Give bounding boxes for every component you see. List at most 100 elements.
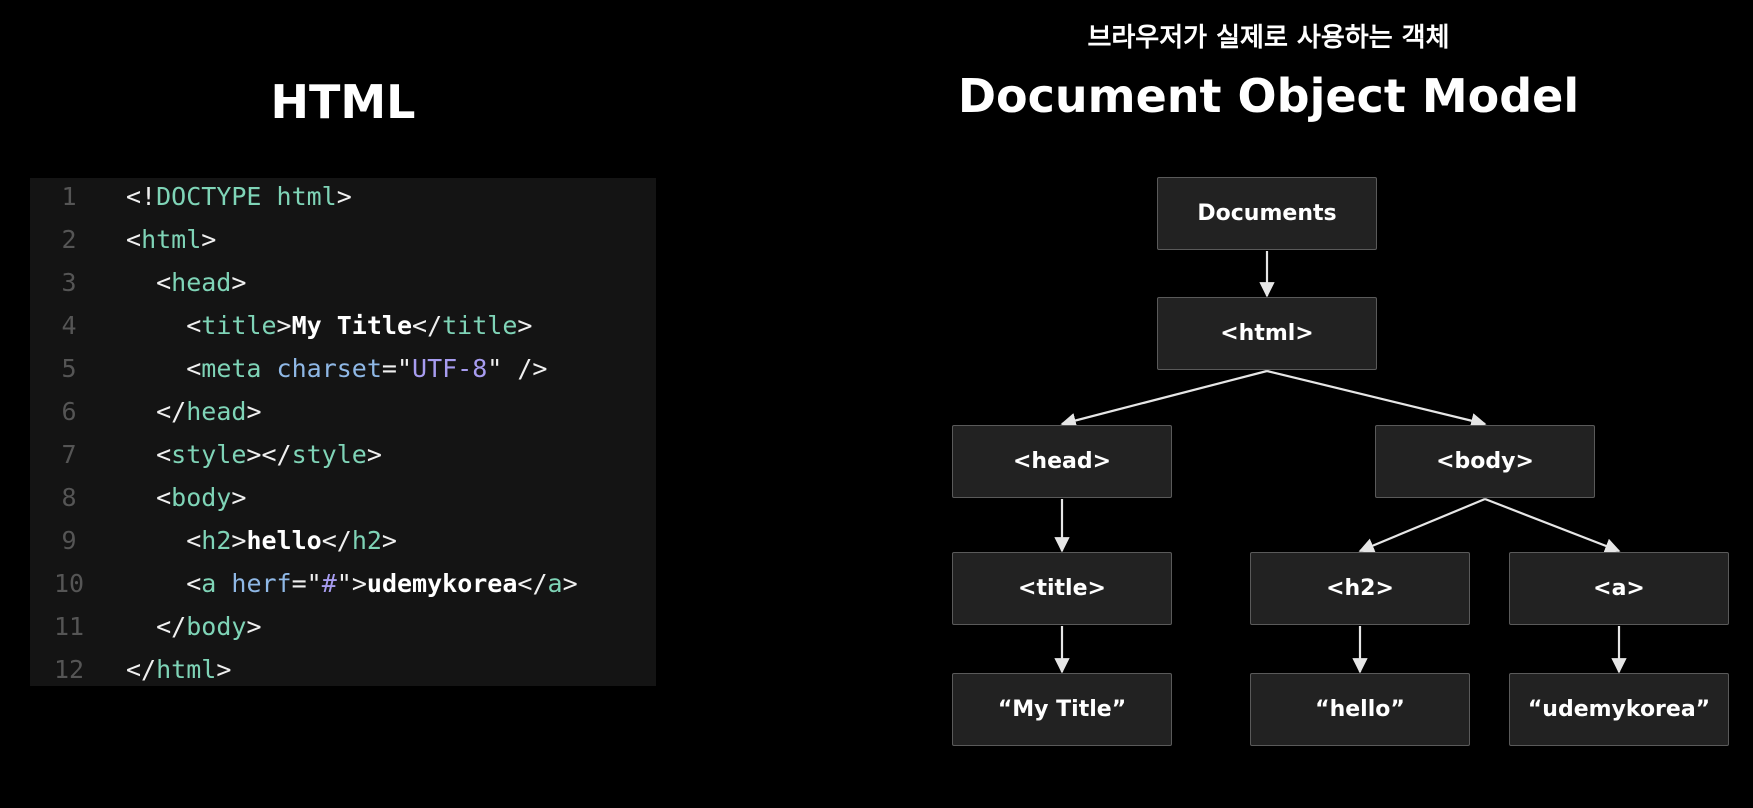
- edge-body-to-h2: [1358, 497, 1486, 553]
- code-token: title: [201, 311, 277, 340]
- code-token: style: [171, 440, 247, 469]
- code-token: <: [126, 225, 142, 254]
- code-text: </head>: [126, 390, 262, 433]
- code-panel: 1<!DOCTYPE html>2<html>3 <head>4 <title>…: [30, 178, 656, 686]
- code-line: 7 <style></style>: [30, 433, 656, 476]
- code-token: DOCTYPE html: [156, 182, 337, 211]
- code-token: charset: [276, 354, 382, 383]
- line-number: 6: [61, 397, 77, 426]
- node-title: <title>: [952, 552, 1172, 625]
- code-token: h2: [201, 526, 232, 555]
- node-hello-text: “hello”: [1250, 673, 1470, 746]
- node-documents: Documents: [1157, 177, 1377, 250]
- code-token: My Title: [291, 311, 413, 340]
- edge-html-to-body: [1266, 369, 1487, 429]
- code-token: " />: [487, 354, 548, 383]
- code-token: html: [141, 225, 202, 254]
- code-token: <: [126, 483, 172, 512]
- code-token: <: [126, 569, 202, 598]
- code-token: html: [156, 655, 217, 684]
- code-token: head: [186, 397, 247, 426]
- code-line: 2 <html>: [30, 218, 656, 261]
- code-token: >: [246, 397, 262, 426]
- code-text: <style></style>: [126, 433, 382, 476]
- code-token: ></: [246, 440, 292, 469]
- code-token: ">: [336, 569, 367, 598]
- code-token: <!: [126, 182, 157, 211]
- code-text: <html>: [126, 218, 216, 261]
- node-h2: <h2>: [1250, 552, 1470, 625]
- code-token: >: [562, 569, 578, 598]
- code-line: 5 <meta charset="UTF-8" />: [30, 347, 656, 390]
- code-text: <head>: [126, 261, 246, 304]
- code-token: >: [381, 526, 397, 555]
- code-text: <meta charset="UTF-8" />: [126, 347, 548, 390]
- code-token: body: [171, 483, 232, 512]
- line-number: 5: [61, 354, 77, 383]
- code-token: </: [412, 311, 443, 340]
- line-number: 11: [53, 612, 85, 641]
- code-token: >: [336, 182, 352, 211]
- code-line: 11 </body>: [30, 605, 656, 648]
- line-number: 2: [61, 225, 77, 254]
- code-token: herf: [231, 569, 292, 598]
- code-token: <: [126, 354, 202, 383]
- dom-title: Document Object Model: [957, 69, 1580, 123]
- code-token: >: [246, 612, 262, 641]
- code-text: </body>: [126, 605, 262, 648]
- code-text: </html>: [126, 648, 231, 691]
- code-text: <a herf="#">udemykorea</a>: [126, 562, 578, 605]
- line-number: 1: [61, 182, 77, 211]
- node-udemykorea-text: “udemykorea”: [1509, 673, 1729, 746]
- node-head: <head>: [952, 425, 1172, 498]
- code-token: </: [321, 526, 352, 555]
- html-title: HTML: [270, 75, 416, 129]
- code-token: >: [366, 440, 382, 469]
- code-token: </: [126, 397, 187, 426]
- line-number: 10: [53, 569, 85, 598]
- code-text: <title>My Title</title>: [126, 304, 532, 347]
- edge-html-to-head: [1060, 369, 1268, 428]
- code-token: body: [186, 612, 247, 641]
- line-number: 3: [61, 268, 77, 297]
- code-token: >: [201, 225, 217, 254]
- code-token: UTF-8: [412, 354, 488, 383]
- code-token: </: [126, 655, 157, 684]
- code-line: 12</html>: [30, 648, 656, 691]
- node-body: <body>: [1375, 425, 1595, 498]
- code-line: 1 <!DOCTYPE html>: [30, 175, 656, 218]
- code-token: a: [201, 569, 217, 598]
- line-number: 9: [61, 526, 77, 555]
- code-token: </: [126, 612, 187, 641]
- node-my-title-text: “My Title”: [952, 673, 1172, 746]
- line-number: 4: [61, 311, 77, 340]
- code-line: 4 <title>My Title</title>: [30, 304, 656, 347]
- node-a: <a>: [1509, 552, 1729, 625]
- node-html: <html>: [1157, 297, 1377, 370]
- code-text: <body>: [126, 476, 246, 519]
- line-number: 7: [61, 440, 77, 469]
- edge-body-to-a: [1484, 497, 1621, 554]
- code-token: meta: [201, 354, 262, 383]
- code-line: 8 <body>: [30, 476, 656, 519]
- code-token: <: [126, 440, 172, 469]
- code-token: a: [547, 569, 563, 598]
- dom-subtitle: 브라우저가 실제로 사용하는 객체: [1087, 23, 1450, 53]
- code-token: <: [126, 526, 202, 555]
- code-line: 10 <a herf="#">udemykorea</a>: [30, 562, 656, 605]
- code-line: 6 </head>: [30, 390, 656, 433]
- code-token: <: [126, 311, 202, 340]
- code-token: >: [276, 311, 292, 340]
- code-token: >: [231, 268, 247, 297]
- code-token: </: [517, 569, 548, 598]
- line-number: 8: [61, 483, 77, 512]
- code-token: head: [171, 268, 232, 297]
- code-line: 3 <head>: [30, 261, 656, 304]
- code-text: <!DOCTYPE html>: [126, 175, 352, 218]
- code-token: udemykorea: [366, 569, 518, 598]
- code-token: =": [291, 569, 322, 598]
- code-token: =": [381, 354, 413, 383]
- code-token: <: [126, 268, 172, 297]
- code-token: >: [517, 311, 533, 340]
- code-token: >: [216, 655, 232, 684]
